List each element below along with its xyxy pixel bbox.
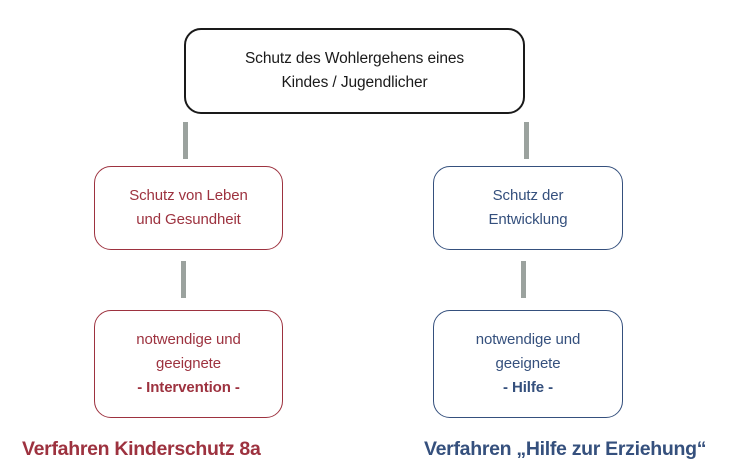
left-protection-line2: und Gesundheit bbox=[136, 211, 241, 228]
connector-root-to-left bbox=[183, 122, 188, 159]
root-box-line1: Schutz des Wohlergehens eines bbox=[244, 50, 465, 67]
right-measure-emphasis: - Hilfe - bbox=[503, 379, 553, 396]
right-procedure-label: Verfahren „Hilfe zur Erziehung“ bbox=[424, 438, 707, 460]
left-measure-line2: geeignete bbox=[156, 355, 221, 372]
connector-right-protection-to-measure bbox=[521, 261, 526, 298]
left-measure-emphasis: - Intervention - bbox=[137, 379, 240, 396]
right-measure-line1: notwendige und bbox=[475, 331, 581, 348]
right-protection-line2: Entwicklung bbox=[488, 211, 568, 228]
right-protection-box: Schutz der Entwicklung bbox=[433, 166, 623, 250]
right-measure-line2: geeignete bbox=[495, 355, 561, 372]
left-protection-box: Schutz von Leben und Gesundheit bbox=[94, 166, 283, 250]
left-measure-line1: notwendige und bbox=[136, 331, 241, 348]
right-protection-line1: Schutz der bbox=[492, 187, 564, 204]
left-protection-line1: Schutz von Leben bbox=[129, 187, 248, 204]
root-box: Schutz des Wohlergehens eines Kindes / J… bbox=[184, 28, 525, 114]
left-procedure-label: Verfahren Kinderschutz 8a bbox=[22, 438, 261, 460]
root-box-line2: Kindes / Jugendlicher bbox=[281, 74, 428, 91]
connector-root-to-right bbox=[524, 122, 529, 159]
left-measure-box: notwendige und geeignete - Intervention … bbox=[94, 310, 283, 418]
connector-left-protection-to-measure bbox=[181, 261, 186, 298]
right-measure-box: notwendige und geeignete - Hilfe - bbox=[433, 310, 623, 418]
